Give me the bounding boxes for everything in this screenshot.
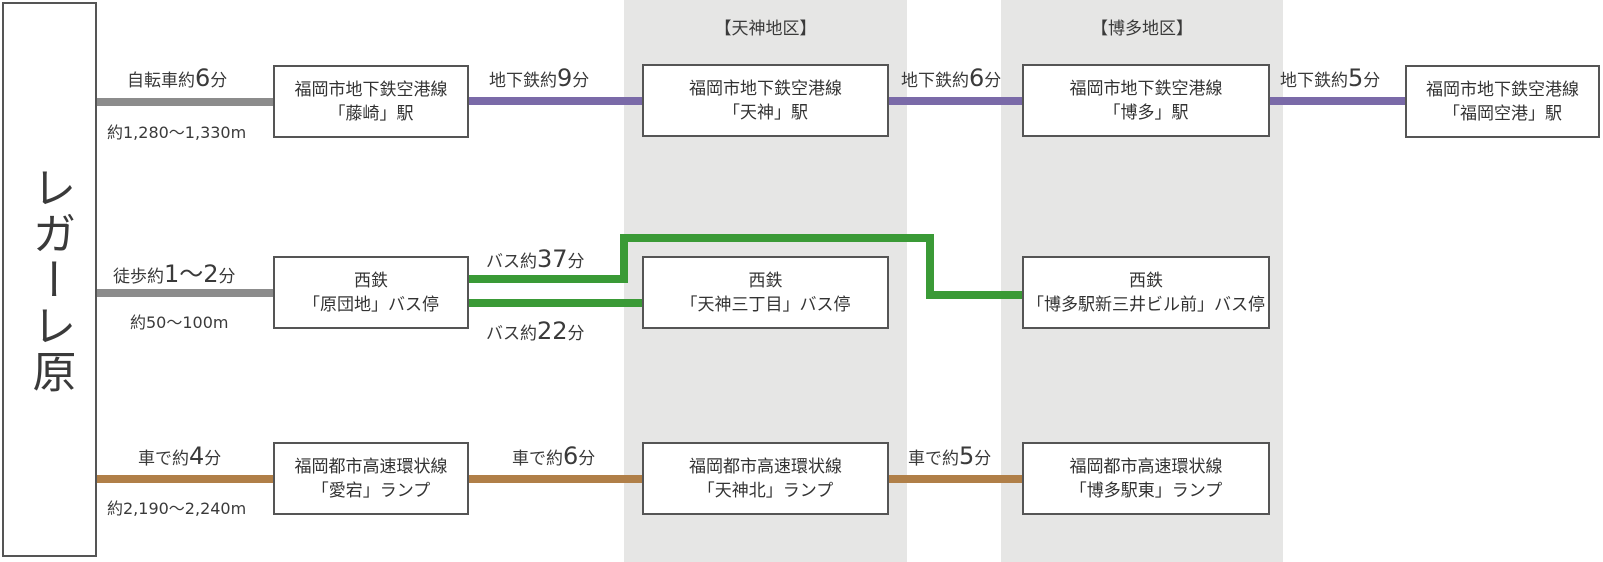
ramp-tenjin-kita: 福岡都市高速環状線 「天神北」ランプ (642, 442, 889, 515)
bus-stop-hakata-name: 「博多駅新三井ビル前」バス停 (1027, 294, 1265, 315)
bus-stop-tenjin-operator: 西鉄 (748, 270, 783, 291)
station-hakata-name: 「博多」駅 (1103, 102, 1189, 123)
bus-stop-tenjin-name: 「天神三丁目」バス停 (680, 294, 851, 315)
car-line-2 (469, 475, 642, 483)
walk-time-label: 徒歩約1〜2分 (113, 260, 236, 288)
walk-distance-label: 約50〜100m (130, 313, 229, 332)
ramp-atago: 福岡都市高速環状線 「愛宕」ランプ (273, 442, 469, 515)
car-time-label-1: 車で約4分 (138, 442, 222, 470)
bus-stop-haradanchi-operator: 西鉄 (354, 270, 388, 291)
station-fujisaki-name: 「藤崎」駅 (328, 103, 414, 124)
subway-time-label-2: 地下鉄約6分 (901, 64, 1002, 92)
car-distance-label: 約2,190〜2,240m (107, 499, 247, 518)
bike-time-label: 自転車約6分 (127, 64, 228, 92)
subway-time-label-1: 地下鉄約9分 (489, 64, 590, 92)
station-tenjin-line: 福岡市地下鉄空港線 (689, 78, 842, 99)
ramp-hakata-name: 「博多駅東」ランプ (1069, 480, 1223, 501)
origin-name: レガーレ原 (24, 164, 76, 395)
station-fukuoka-airport: 福岡市地下鉄空港線 「福岡空港」駅 (1405, 65, 1600, 138)
bus-stop-hakata-operator: 西鉄 (1129, 270, 1163, 291)
hakata-zone-title: 【博多地区】 (1091, 19, 1193, 39)
station-tenjin: 福岡市地下鉄空港線 「天神」駅 (642, 64, 889, 137)
bus-time-label-22: バス約22分 (486, 317, 585, 345)
station-airport-name: 「福岡空港」駅 (1443, 103, 1562, 124)
station-hakata-line: 福岡市地下鉄空港線 (1069, 78, 1223, 99)
car-line-3 (889, 475, 1022, 483)
station-tenjin-name: 「天神」駅 (723, 102, 808, 123)
bus-stop-haradanchi-name: 「原団地」バス停 (303, 294, 439, 315)
ramp-atago-line: 福岡都市高速環状線 (294, 456, 448, 477)
bus-stop-hakata-shin-mitsui: 西鉄 「博多駅新三井ビル前」バス停 (1022, 256, 1270, 329)
bus-time-label-37: バス約37分 (486, 245, 585, 273)
ramp-atago-name: 「愛宕」ランプ (311, 480, 431, 501)
subway-line-3 (1270, 97, 1405, 105)
bike-line (97, 98, 273, 106)
station-hakata: 福岡市地下鉄空港線 「博多」駅 (1022, 64, 1270, 137)
ramp-hakata-line: 福岡都市高速環状線 (1069, 456, 1223, 477)
ramp-tenjin-kita-name: 「天神北」ランプ (697, 480, 834, 501)
station-airport-line: 福岡市地下鉄空港線 (1426, 79, 1579, 100)
bus-stop-tenjin-3chome: 西鉄 「天神三丁目」バス停 (642, 256, 889, 329)
bike-distance-label: 約1,280〜1,330m (107, 123, 247, 142)
station-fujisaki-line: 福岡市地下鉄空港線 (294, 79, 448, 100)
walk-line (97, 289, 273, 297)
bus-stop-haradanchi: 西鉄 「原団地」バス停 (273, 256, 469, 329)
subway-time-label-3: 地下鉄約5分 (1280, 64, 1381, 92)
station-fujisaki: 福岡市地下鉄空港線 「藤崎」駅 (273, 65, 469, 138)
origin-box: レガーレ原 (2, 2, 97, 557)
car-time-label-2: 車で約6分 (512, 442, 596, 470)
bus-route-22-line (469, 299, 642, 307)
subway-line-2 (889, 97, 1022, 105)
ramp-tenjin-kita-line: 福岡都市高速環状線 (689, 456, 842, 477)
car-time-label-3: 車で約5分 (908, 442, 992, 470)
ramp-hakata-eki-higashi: 福岡都市高速環状線 「博多駅東」ランプ (1022, 442, 1270, 515)
subway-line-1 (469, 97, 642, 105)
car-line-1 (97, 475, 273, 483)
tenjin-zone-title: 【天神地区】 (714, 19, 817, 39)
